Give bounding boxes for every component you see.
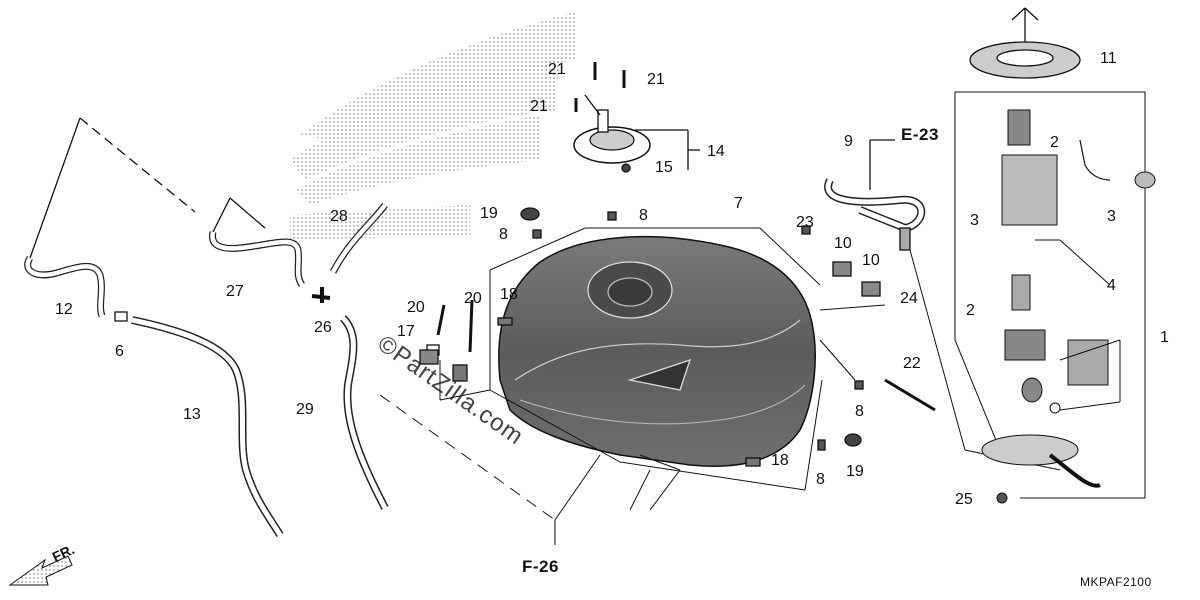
callout-15: 15: [655, 159, 673, 176]
cushion-tank-b: [419, 349, 439, 365]
cushion-18-b: [745, 457, 761, 467]
nut-15: [621, 163, 631, 173]
callout-21: 21: [647, 71, 665, 88]
callout-1: 1: [1160, 329, 1169, 346]
callout-13: 13: [183, 406, 201, 423]
nut-23: [801, 225, 811, 235]
callout-9: 9: [844, 133, 853, 150]
callout-10: 10: [862, 252, 880, 269]
callout-18: 18: [771, 452, 789, 469]
breather-tube-27: [209, 197, 306, 288]
fuel-cap-assembly-14: [573, 94, 700, 170]
callout-28: 28: [330, 208, 348, 225]
callout-8: 8: [816, 471, 825, 488]
callout-22: 22: [903, 355, 921, 372]
forward-arrow-icon: [8, 555, 73, 586]
callout-10: 10: [834, 235, 852, 252]
callout-19: 19: [480, 205, 498, 222]
callout-8: 8: [639, 207, 648, 224]
diagram-code: MKPAF2100: [1080, 575, 1152, 589]
set-plate-11: [969, 7, 1081, 79]
cushion-19-a: [520, 207, 540, 221]
callout-2: 2: [966, 302, 975, 319]
callout-23: 23: [796, 214, 814, 231]
breather-tube-28: [329, 202, 388, 274]
callout-20: 20: [407, 299, 425, 316]
callout-24: 24: [900, 290, 918, 307]
collar-8-d: [817, 439, 826, 451]
breather-tube-29: [339, 315, 389, 510]
overflow-tube-12: [24, 117, 196, 318]
callout-8: 8: [499, 226, 508, 243]
drain-tube-13: [131, 316, 284, 538]
callout-2: 2: [1050, 134, 1059, 151]
callout-29: 29: [296, 401, 314, 418]
callout-11: 11: [1100, 50, 1117, 67]
collar-8-b: [532, 229, 542, 239]
bolt-20-b: [468, 299, 474, 353]
callout-7: 7: [734, 195, 743, 212]
brand-wing-logo: [290, 12, 575, 240]
collar-8-c: [854, 380, 864, 390]
callout-18: 18: [500, 286, 518, 303]
assembly-outline: [379, 227, 823, 521]
callout-6: 6: [115, 343, 124, 360]
t-joint-26: [311, 287, 331, 303]
callout-27: 27: [226, 283, 244, 300]
connector-24: [899, 227, 911, 251]
reference-f26: F-26: [522, 557, 559, 576]
bolt-22: [884, 378, 936, 412]
callout-14: 14: [707, 143, 725, 160]
hose-clamp-10-a: [832, 261, 852, 277]
callout-3: 3: [1107, 208, 1116, 225]
cushion-18-a: [497, 317, 513, 326]
cushion-19-b: [844, 433, 862, 447]
callout-21: 21: [548, 61, 566, 78]
fuel-hose-9: [824, 139, 926, 233]
fuel-pump-assembly-1: [954, 91, 1156, 504]
callout-25: 25: [955, 491, 973, 508]
callout-21: 21: [530, 98, 548, 115]
callout-12: 12: [55, 301, 73, 318]
fuel-tank-7: [498, 235, 816, 467]
callout-20: 20: [464, 290, 482, 307]
cushion-tank-a: [452, 364, 468, 382]
callout-19: 19: [846, 463, 864, 480]
callout-17: 17: [397, 323, 415, 340]
clip-6: [114, 311, 128, 322]
bolt-20-a: [436, 304, 446, 336]
collar-8-a: [607, 211, 617, 221]
callout-4: 4: [1107, 277, 1116, 294]
callout-26: 26: [314, 319, 332, 336]
callout-3: 3: [970, 212, 979, 229]
hose-clamp-10-b: [861, 281, 881, 297]
reference-e23: E-23: [901, 125, 939, 144]
callout-8: 8: [855, 403, 864, 420]
